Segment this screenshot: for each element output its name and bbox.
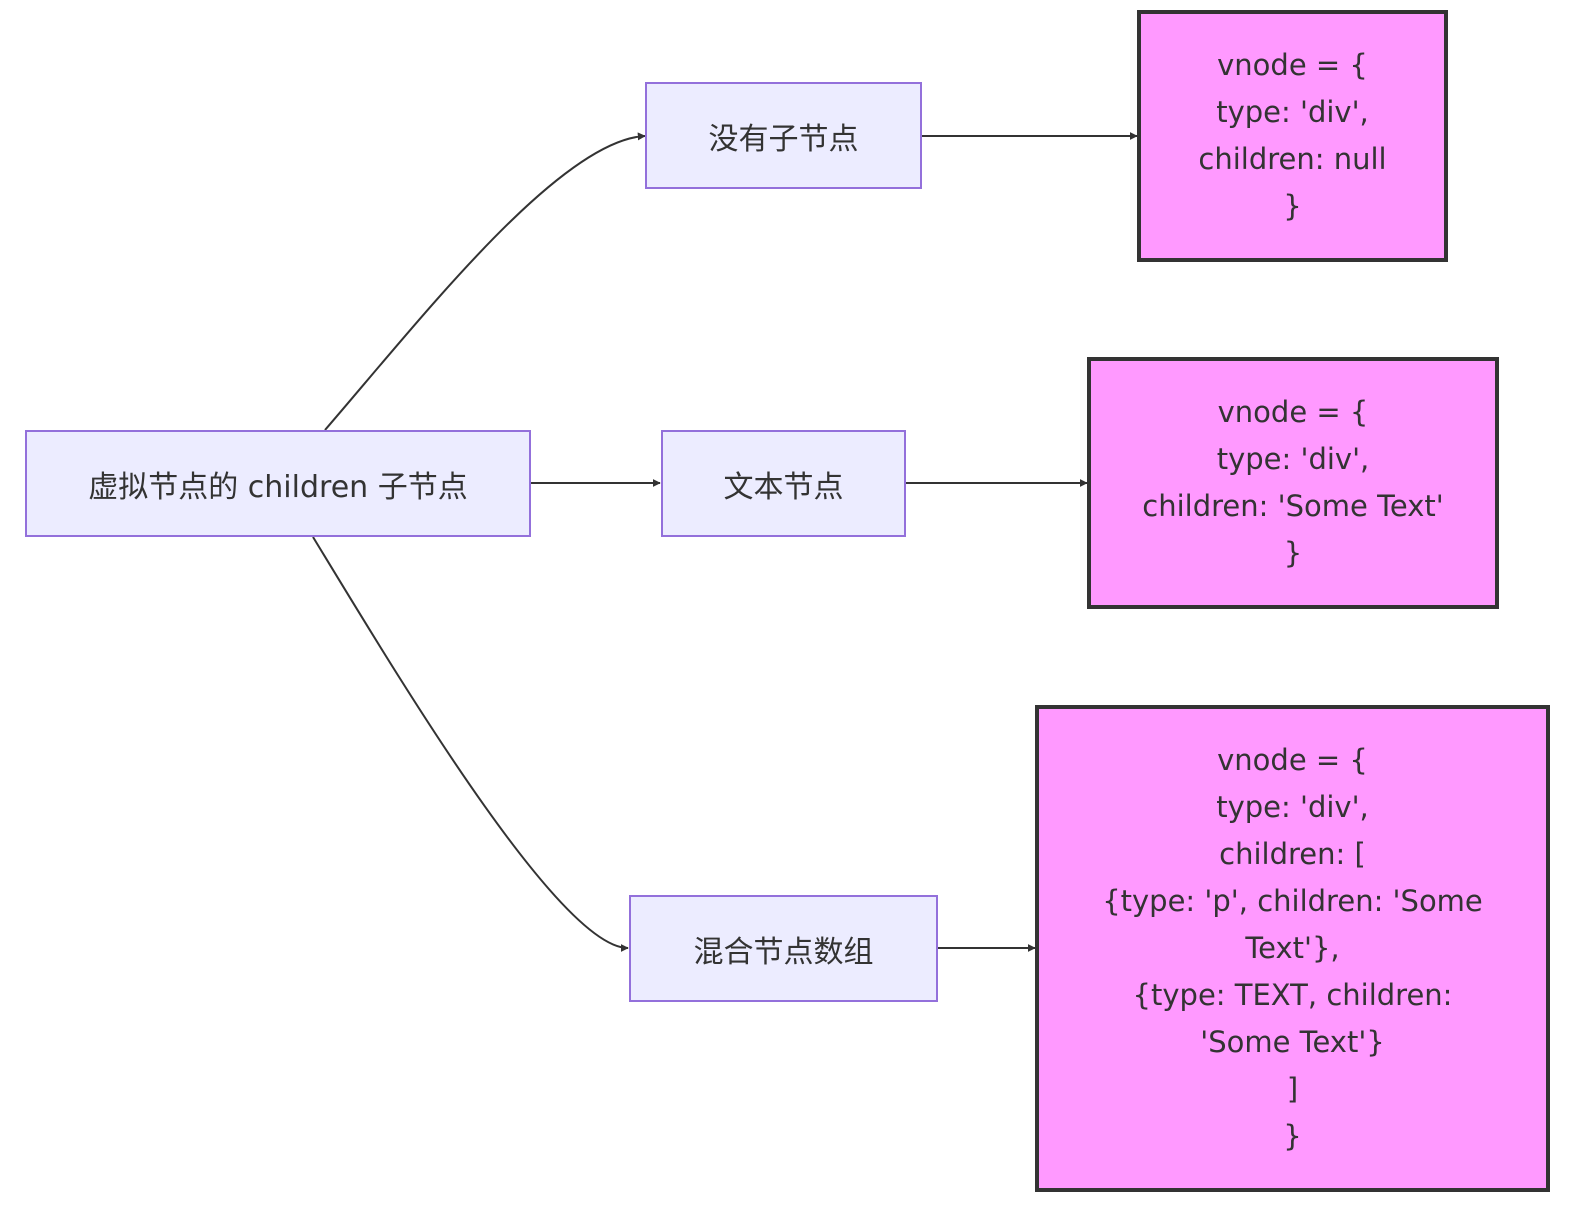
code-line: {type: TEXT, children: bbox=[1132, 978, 1453, 1012]
code-line: } bbox=[1283, 189, 1302, 223]
code-line: children: [ bbox=[1219, 837, 1366, 871]
code-line: ] bbox=[1286, 1072, 1299, 1106]
code-line: vnode = { bbox=[1217, 743, 1368, 777]
code-line: } bbox=[1283, 536, 1303, 570]
code-block-mixed-array: vnode = { type: 'div', children: [ {type… bbox=[1035, 705, 1550, 1192]
no-children-node-label: 没有子节点 bbox=[708, 121, 859, 157]
code-block-text-node: vnode = { type: 'div', children: 'Some T… bbox=[1087, 357, 1499, 609]
mixed-array-node: 混合节点数组 bbox=[629, 895, 938, 1002]
code-line: children: null bbox=[1198, 142, 1387, 176]
no-children-node: 没有子节点 bbox=[645, 82, 922, 189]
code-line: Text'}, bbox=[1245, 931, 1340, 965]
code-line: vnode = { bbox=[1217, 395, 1369, 429]
code-line: type: 'div', bbox=[1216, 442, 1370, 476]
code-line: 'Some Text'} bbox=[1200, 1025, 1385, 1059]
code-line: children: 'Some Text' bbox=[1142, 489, 1444, 523]
code-line: } bbox=[1283, 1119, 1302, 1153]
edge-root-to-no-children bbox=[324, 132, 646, 431]
edge-root-to-mixed-array bbox=[312, 536, 629, 952]
code-line: vnode = { bbox=[1217, 48, 1368, 82]
code-block-no-children: vnode = { type: 'div', children: null } bbox=[1137, 10, 1448, 262]
code-line: {type: 'p', children: 'Some bbox=[1102, 884, 1483, 918]
text-node-node-label: 文本节点 bbox=[723, 469, 844, 505]
code-line: type: 'div', bbox=[1216, 95, 1369, 129]
code-line: type: 'div', bbox=[1216, 790, 1369, 824]
root-node-label: 虚拟节点的 children 子节点 bbox=[88, 469, 468, 505]
mixed-array-node-label: 混合节点数组 bbox=[693, 934, 874, 970]
text-node-node: 文本节点 bbox=[661, 430, 906, 537]
root-node: 虚拟节点的 children 子节点 bbox=[25, 430, 531, 537]
